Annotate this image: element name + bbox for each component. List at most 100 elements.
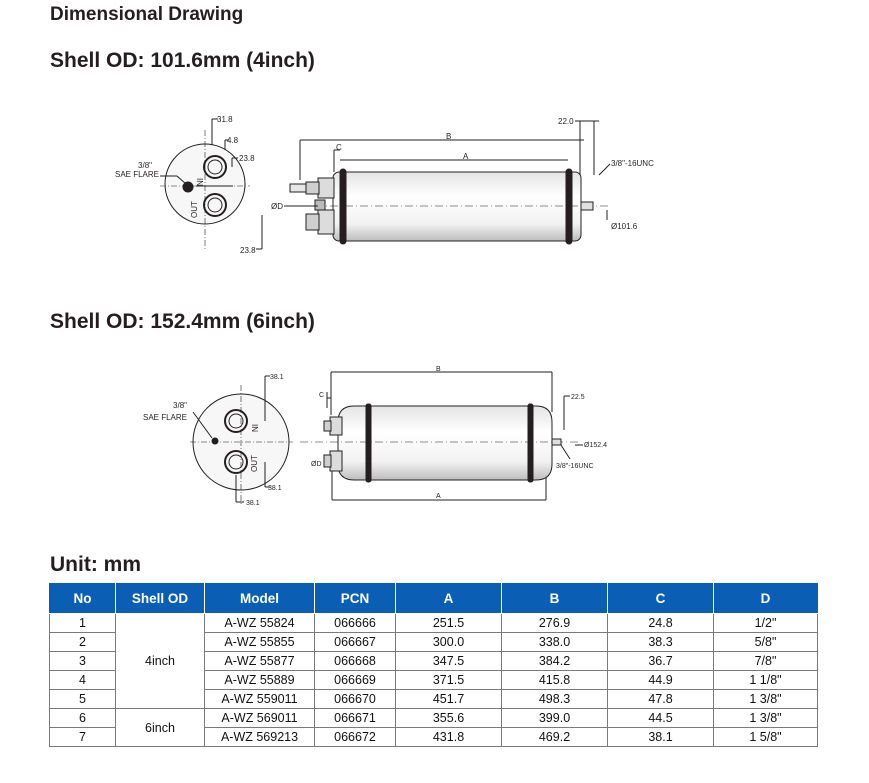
cell-no: 5: [49, 689, 116, 709]
cell-b: 384.2: [501, 651, 608, 671]
cell-a: 347.5: [395, 651, 502, 671]
cell-c: 36.7: [607, 651, 714, 671]
cell-pcn: 066672: [314, 727, 396, 747]
cell-d: 1 1/8": [713, 670, 818, 690]
table-row: 2 A-WZ 55855 066667 300.0 338.0 38.3 5/8…: [49, 632, 818, 652]
cell-c: 47.8: [607, 689, 714, 709]
thread-label: 3/8"-16UNC: [556, 463, 594, 470]
cell-no: 6: [49, 708, 116, 728]
dim-a-label: A: [436, 493, 441, 500]
dim-4-8: 4.8: [227, 136, 239, 145]
table-row: 1 4inch A-WZ 55824 066666 251.5 276.9 24…: [49, 613, 818, 709]
cell-no: 2: [49, 632, 116, 652]
dim-b-label: B: [446, 132, 451, 141]
thread-label: 3/8"-16UNC: [611, 159, 654, 168]
header-model: Model: [204, 583, 315, 614]
cell-model: A-WZ 569213: [204, 727, 315, 747]
dim-38-1-right: 38.1: [268, 485, 282, 492]
cell-d: 7/8": [713, 651, 818, 671]
port-out-circle: [224, 450, 248, 474]
cell-a: 355.6: [395, 708, 502, 728]
port-in-label: IN: [195, 178, 204, 186]
table-header-row: No Shell OD Model PCN A B C D: [49, 583, 818, 614]
cell-model: A-WZ 55855: [204, 632, 315, 652]
cell-d: 5/8": [713, 632, 818, 652]
cell-pcn: 066666: [314, 613, 396, 633]
flare-label: SAE FLARE: [143, 413, 187, 422]
flare-label: SAE FLARE: [115, 170, 159, 179]
cell-pcn: 066669: [314, 670, 396, 690]
port-out-circle: [203, 193, 227, 217]
cell-model: A-WZ 55824: [204, 613, 315, 633]
shell-body: [337, 405, 553, 481]
dim-22-5-label: 22.5: [571, 394, 585, 401]
cell-model: A-WZ 55889: [204, 670, 315, 690]
cell-pcn: 066671: [314, 708, 396, 728]
flare-label: 3/8": [173, 401, 187, 410]
cell-b: 338.0: [501, 632, 608, 652]
cell-a: 371.5: [395, 670, 502, 690]
flare-fitting: [211, 437, 219, 445]
flare-label: 3/8": [138, 161, 152, 170]
cell-b: 276.9: [501, 613, 608, 633]
od-d-label: ØD: [311, 461, 322, 468]
drawing-4inch: 31.8 4.8 23.8 23.8 3/8" SAE FLARE IN OUT…: [115, 115, 654, 255]
header-a: A: [395, 583, 502, 614]
cell-model: A-WZ 559011: [204, 689, 315, 709]
header-no: No: [49, 583, 116, 614]
cell-pcn: 066668: [314, 651, 396, 671]
cell-a: 431.8: [395, 727, 502, 747]
drawing-6inch: 38.1 38.1 38.1 3/8" SAE FLARE IN OUT ØD …: [143, 366, 607, 507]
port-in-circle: [203, 155, 227, 179]
cell-a: 300.0: [395, 632, 502, 652]
dim-b-label: B: [436, 366, 441, 373]
flare-fitting: [182, 181, 194, 193]
spec-table: No Shell OD Model PCN A B C D 1 4inch A-…: [49, 583, 818, 747]
header-d: D: [713, 583, 818, 614]
port-in-label: IN: [250, 424, 259, 432]
table-row: 4 A-WZ 55889 066669 371.5 415.8 44.9 1 1…: [49, 670, 818, 690]
header-shell-od: Shell OD: [115, 583, 205, 614]
cell-no: 4: [49, 670, 116, 690]
cell-shell-od: 4inch: [115, 613, 205, 709]
dim-c-label: C: [336, 143, 342, 152]
shell-dia-label: Ø101.6: [611, 222, 638, 231]
dim-38-1-top: 38.1: [270, 374, 284, 381]
cell-c: 44.5: [607, 708, 714, 728]
port-out-label: OUT: [190, 201, 199, 218]
page-heading: Dimensional Drawing: [50, 4, 244, 25]
cell-a: 451.7: [395, 689, 502, 709]
table-row: 3 A-WZ 55877 066668 347.5 384.2 36.7 7/8…: [49, 651, 818, 671]
dim-c-label: C: [319, 392, 324, 399]
dim-a-label: A: [463, 152, 469, 161]
dim-38-1-bottom: 38.1: [246, 500, 260, 507]
dim-22-label: 22.0: [558, 117, 574, 126]
cell-b: 415.8: [501, 670, 608, 690]
unit-title: Unit: mm: [50, 553, 141, 576]
cell-d: 1 3/8": [713, 689, 818, 709]
dim-23-8-top: 23.8: [239, 154, 255, 163]
shell-dia-label: Ø152.4: [584, 442, 607, 449]
cell-model: A-WZ 569011: [204, 708, 315, 728]
cell-pcn: 066667: [314, 632, 396, 652]
header-pcn: PCN: [314, 583, 396, 614]
header-b: B: [501, 583, 608, 614]
port-in-circle: [224, 409, 248, 433]
cell-c: 24.8: [607, 613, 714, 633]
section-title-4inch: Shell OD: 101.6mm (4inch): [50, 49, 315, 72]
dim-23-8-bottom: 23.8: [240, 246, 256, 255]
cell-c: 38.3: [607, 632, 714, 652]
cell-d: 1 5/8": [713, 727, 818, 747]
cell-no: 3: [49, 651, 116, 671]
port-out-label: OUT: [250, 455, 259, 472]
dim-31-8: 31.8: [217, 115, 233, 124]
cell-no: 7: [49, 727, 116, 747]
cell-d: 1/2": [713, 613, 818, 633]
cell-model: A-WZ 55877: [204, 651, 315, 671]
table-row: 7 A-WZ 569213 066672 431.8 469.2 38.1 1 …: [49, 727, 818, 747]
od-d-label: ØD: [271, 202, 283, 211]
cell-shell-od: 6inch: [115, 708, 205, 747]
shell-body: [332, 171, 582, 242]
cell-b: 498.3: [501, 689, 608, 709]
cell-d: 1 3/8": [713, 708, 818, 728]
